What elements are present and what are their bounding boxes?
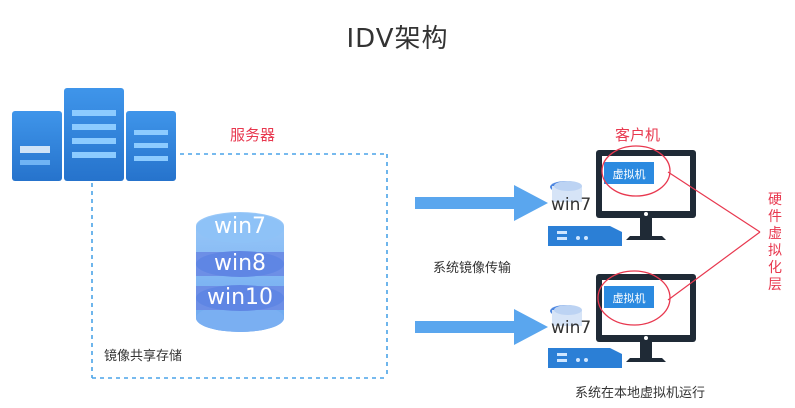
- client-1-os-label: win7: [551, 195, 592, 215]
- hardware-layer-label: 硬件虚拟化层: [768, 192, 782, 293]
- client-label: 客户机: [615, 126, 661, 144]
- storage-database-icon: [196, 212, 284, 332]
- client-2-os-label: win7: [551, 318, 592, 338]
- hardware-layer-connector: [667, 171, 761, 301]
- client-1-vm-label: 虚拟机: [612, 168, 646, 181]
- image-win10: win10: [206, 285, 274, 310]
- transfer-arrow-top: [415, 185, 548, 221]
- client-2-vm-label: 虚拟机: [612, 292, 646, 305]
- page-title: IDV架构: [346, 24, 449, 54]
- server-icon: [12, 88, 176, 181]
- client-pc-2: [548, 270, 696, 368]
- server-region-border: [91, 153, 388, 379]
- run-label: 系统在本地虚拟机运行: [575, 386, 706, 401]
- transfer-arrow-bottom: [415, 309, 548, 345]
- image-win7: win7: [213, 214, 267, 239]
- transfer-label: 系统镜像传输: [433, 261, 512, 276]
- client-pc-1: [548, 145, 696, 246]
- server-label: 服务器: [230, 126, 276, 144]
- image-win8: win8: [213, 251, 267, 276]
- storage-label: 镜像共享存储: [104, 349, 183, 364]
